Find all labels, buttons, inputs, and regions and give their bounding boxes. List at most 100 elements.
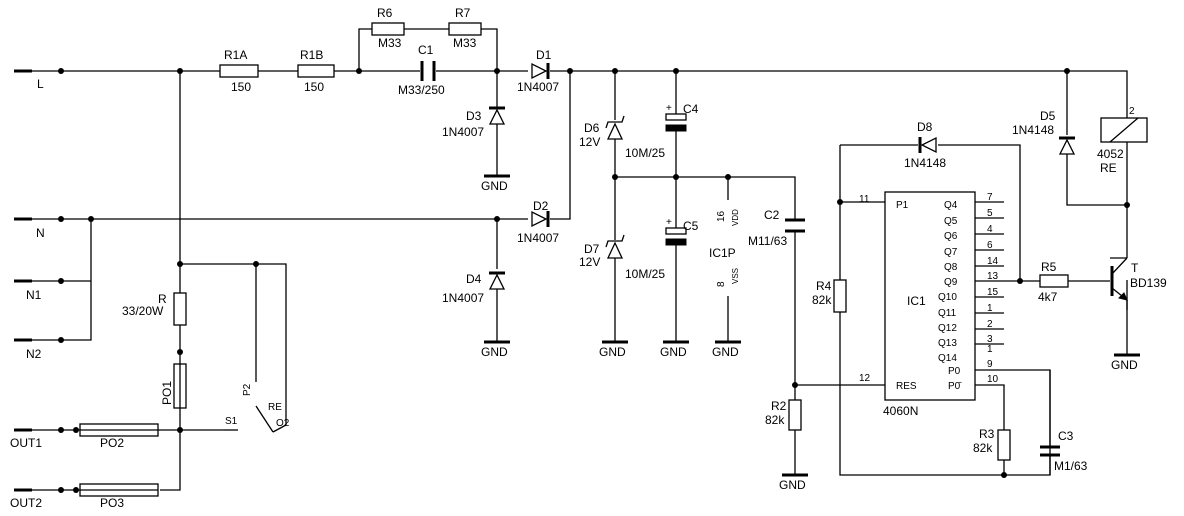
svg-text:1N4007: 1N4007 [517, 80, 559, 94]
svg-text:+: + [666, 217, 672, 228]
svg-text:GND: GND [779, 478, 806, 492]
svg-text:12: 12 [859, 373, 871, 384]
capacitor-C4: + C4 10M/25 [625, 102, 699, 160]
svg-text:12V: 12V [579, 255, 600, 269]
svg-text:1N4007: 1N4007 [442, 291, 484, 305]
svg-text:R1B: R1B [300, 48, 323, 62]
svg-text:D1: D1 [536, 48, 552, 62]
svg-text:M33/250: M33/250 [398, 83, 445, 97]
svg-text:C1: C1 [418, 43, 434, 57]
svg-text:12V: 12V [579, 135, 600, 149]
svg-text:D8: D8 [917, 120, 933, 134]
transistor-T: T BD139 [1110, 257, 1167, 310]
capacitor-C1: C1 M33/250 [398, 43, 445, 97]
svg-text:GND: GND [481, 179, 508, 193]
resistor-R2: R2 82k [765, 399, 802, 431]
svg-text:82k: 82k [812, 293, 832, 307]
svg-text:Q8: Q8 [944, 262, 958, 273]
svg-text:GND: GND [1111, 358, 1138, 372]
resistor-R1B: R1B 150 [297, 48, 335, 94]
svg-text:D5: D5 [1040, 109, 1056, 123]
svg-text:1: 1 [987, 344, 993, 355]
svg-text:8: 8 [716, 281, 727, 287]
svg-text:RE: RE [1100, 161, 1117, 175]
svg-text:Q14: Q14 [938, 353, 957, 364]
svg-text:D2: D2 [533, 199, 549, 213]
svg-text:GND: GND [712, 345, 739, 359]
svg-text:M33: M33 [453, 36, 477, 50]
svg-text:10M/25: 10M/25 [625, 146, 665, 160]
svg-text:VSS: VSS [731, 268, 740, 284]
svg-text:M11/63: M11/63 [748, 234, 787, 248]
diode-D8: D8 1N4148 [904, 120, 946, 170]
terminal-label-L: L [37, 77, 44, 91]
svg-text:1: 1 [987, 303, 993, 314]
capacitor-C2: C2 M11/63 [748, 208, 805, 248]
svg-text:R: R [158, 292, 167, 306]
svg-text:T: T [1131, 261, 1139, 275]
svg-text:1N4007: 1N4007 [442, 125, 484, 139]
svg-text:11: 11 [859, 194, 870, 205]
diode-D3: D3 1N4007 [442, 106, 506, 139]
svg-text:2: 2 [1129, 106, 1135, 117]
svg-text:150: 150 [304, 80, 324, 94]
svg-text:Q13: Q13 [938, 338, 957, 349]
svg-text:Q11: Q11 [938, 308, 957, 319]
svg-text:1N4007: 1N4007 [517, 231, 559, 245]
diode-D6: D6 12V [579, 115, 625, 149]
svg-text:Q6: Q6 [944, 231, 958, 242]
svg-text:P0̄: P0̄ [948, 381, 962, 392]
ic1p-power: 16 VDD IC1P 8 VSS [709, 209, 740, 287]
svg-text:C5: C5 [683, 219, 699, 233]
svg-text:Q12: Q12 [938, 323, 957, 334]
svg-text:GND: GND [660, 345, 687, 359]
svg-text:M1/63: M1/63 [1054, 459, 1088, 473]
svg-text:D4: D4 [466, 272, 482, 286]
svg-text:R1A: R1A [224, 48, 247, 62]
svg-text:BD139: BD139 [1130, 276, 1167, 290]
svg-text:M33: M33 [378, 36, 402, 50]
svg-text:33/20W: 33/20W [122, 304, 164, 318]
svg-text:D3: D3 [466, 109, 482, 123]
svg-text:D7: D7 [584, 242, 600, 256]
svg-text:R6: R6 [377, 6, 393, 20]
svg-text:RE: RE [268, 402, 282, 413]
svg-text:Q9: Q9 [944, 277, 958, 288]
svg-text:82k: 82k [765, 413, 785, 427]
svg-text:3: 3 [987, 334, 993, 345]
junctions [58, 68, 1130, 493]
resistor-R4: R4 82k [812, 279, 847, 313]
svg-text:R7: R7 [455, 6, 471, 20]
terminal-label-N1: N1 [26, 288, 42, 302]
diode-D5: D5 1N4148 [1012, 109, 1076, 155]
svg-text:GND: GND [481, 345, 508, 359]
ic1-4060n: IC1 4060N P1 11 RES 12 Q4 7 Q5 5 Q6 4 Q7… [859, 191, 999, 418]
terminal-label-N: N [36, 226, 45, 240]
svg-text:+: + [666, 103, 672, 114]
diode-D7: D7 12V [579, 234, 625, 269]
svg-text:C3: C3 [1058, 429, 1074, 443]
svg-text:7: 7 [987, 192, 993, 203]
svg-text:R4: R4 [816, 279, 832, 293]
svg-text:5: 5 [987, 208, 993, 219]
svg-text:VDD: VDD [731, 209, 740, 226]
svg-text:IC1P: IC1P [709, 246, 736, 260]
svg-text:PO1: PO1 [160, 381, 174, 405]
svg-text:C2: C2 [764, 208, 780, 222]
svg-text:PO3: PO3 [100, 496, 124, 510]
svg-text:4k7: 4k7 [1038, 290, 1058, 304]
resistor-R7: R7 M33 [448, 6, 482, 50]
svg-text:10M/25: 10M/25 [625, 267, 665, 281]
fuse-PO3: PO3 [79, 483, 159, 510]
svg-text:R5: R5 [1041, 260, 1057, 274]
svg-text:4: 4 [987, 224, 993, 235]
fuse-PO2: PO2 [79, 423, 159, 450]
resistor-R1A: R1A 150 [219, 48, 259, 94]
svg-text:R3: R3 [979, 427, 995, 441]
diode-D2: D2 1N4007 [517, 199, 559, 245]
svg-text:IC1: IC1 [907, 294, 926, 308]
svg-text:1N4148: 1N4148 [904, 156, 946, 170]
svg-text:150: 150 [231, 80, 251, 94]
svg-text:Q5: Q5 [944, 216, 958, 227]
